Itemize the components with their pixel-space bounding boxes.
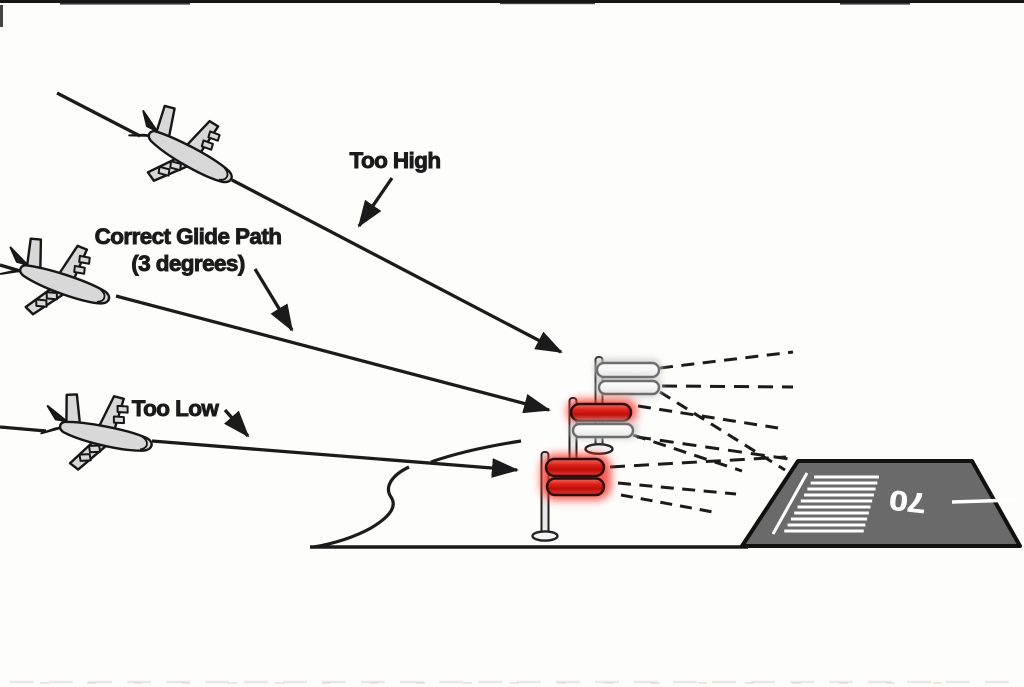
light-bar-white <box>597 379 661 396</box>
vasi-unit-red-red <box>531 451 611 542</box>
correct-glide-path-degrees-label: (3 degrees) <box>131 251 245 276</box>
light-bar-red <box>544 457 606 478</box>
glide-path-line-too-high <box>56 91 563 354</box>
vasi-unit-red-white <box>567 397 638 463</box>
light-bar-red <box>545 477 606 497</box>
light-beams <box>609 350 794 514</box>
too-low-label: Too Low <box>132 396 220 421</box>
runway-number: 70 <box>888 484 928 519</box>
glide-path-lines <box>0 91 563 478</box>
too-high-arrow <box>357 177 394 228</box>
correct-glide-path-arrow <box>253 268 294 332</box>
glide-path-line-too-low <box>0 425 519 478</box>
too-high-label: Too High <box>349 148 440 173</box>
runway-centerline-dash <box>951 498 1016 504</box>
light-bar-white <box>571 422 635 439</box>
terrain-curve <box>430 439 522 464</box>
runway-edge-line <box>771 472 809 535</box>
airplanes <box>0 91 252 482</box>
light-bar-white <box>595 361 661 379</box>
text-labels: Too High Correct Glide Path (3 degrees) … <box>94 148 441 422</box>
runway-surface <box>740 459 1022 548</box>
terrain <box>310 439 748 549</box>
runway-threshold-stripes <box>784 475 879 533</box>
approach-light-units <box>531 356 662 542</box>
runway: 70 <box>740 459 1022 548</box>
airplane-icon-too-high <box>114 91 252 213</box>
too-low-arrow <box>223 408 250 438</box>
label-arrows <box>223 177 394 438</box>
correct-glide-path-label: Correct Glide Path <box>95 224 282 249</box>
light-bar-red <box>569 402 633 423</box>
river-squiggle <box>313 465 410 549</box>
